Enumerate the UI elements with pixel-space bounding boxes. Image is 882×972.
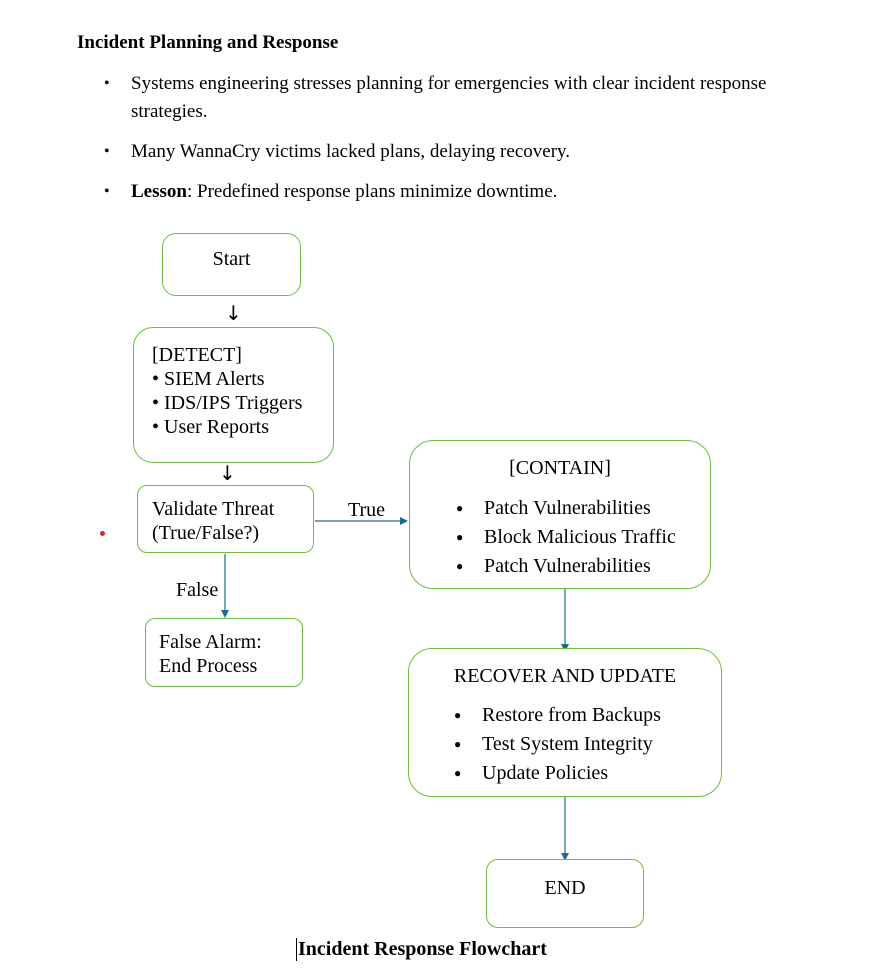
detect-title: [DETECT] bbox=[152, 344, 242, 366]
validate-line: Validate Threat bbox=[152, 498, 275, 520]
list-item: • Systems engineering stresses planning … bbox=[104, 70, 784, 126]
bullet-text: : Predefined response plans minimize dow… bbox=[186, 181, 558, 202]
false-alarm-line: False Alarm: bbox=[159, 631, 262, 653]
detect-item: • SIEM Alerts bbox=[152, 368, 265, 390]
false-alarm-node: False Alarm: End Process bbox=[145, 618, 303, 687]
flowchart-caption: Incident Response Flowchart bbox=[296, 938, 547, 961]
contain-item: Block Malicious Traffic bbox=[456, 523, 676, 552]
start-node: Start bbox=[162, 233, 301, 296]
detect-item: • User Reports bbox=[152, 416, 269, 438]
list-item: • Many WannaCry victims lacked plans, de… bbox=[104, 138, 784, 166]
down-arrow-icon: ↓ bbox=[225, 301, 242, 325]
bullet-list: • Systems engineering stresses planning … bbox=[104, 70, 784, 218]
true-label: True bbox=[348, 499, 386, 521]
contain-title: [CONTAIN] bbox=[509, 457, 611, 479]
contain-list: Patch Vulnerabilities Block Malicious Tr… bbox=[456, 494, 676, 581]
recover-list: Restore from Backups Test System Integri… bbox=[454, 701, 661, 788]
bullet-text: Many WannaCry victims lacked plans, dela… bbox=[131, 141, 571, 162]
detect-node: [DETECT] • SIEM Alerts • IDS/IPS Trigger… bbox=[133, 327, 334, 463]
down-arrow-icon: ↓ bbox=[219, 461, 236, 485]
marker-dot bbox=[100, 531, 105, 536]
recover-item: Update Policies bbox=[454, 759, 661, 788]
validate-node: Validate Threat (True/False?) bbox=[137, 485, 314, 553]
false-alarm-line: End Process bbox=[159, 655, 258, 677]
bullet-icon: • bbox=[104, 143, 110, 160]
start-label: Start bbox=[212, 248, 251, 270]
list-item: • Lesson: Predefined response plans mini… bbox=[104, 178, 784, 206]
end-label: END bbox=[544, 877, 586, 899]
contain-node: [CONTAIN] Patch Vulnerabilities Block Ma… bbox=[409, 440, 711, 589]
recover-item: Test System Integrity bbox=[454, 730, 661, 759]
recover-title: RECOVER AND UPDATE bbox=[453, 665, 677, 687]
section-heading: Incident Planning and Response bbox=[77, 32, 339, 53]
bullet-text: Systems engineering stresses planning fo… bbox=[131, 73, 767, 122]
end-node: END bbox=[486, 859, 644, 928]
false-label: False bbox=[176, 579, 219, 601]
detect-item: • IDS/IPS Triggers bbox=[152, 392, 303, 414]
bullet-icon: • bbox=[104, 183, 110, 200]
bullet-icon: • bbox=[104, 75, 110, 92]
recover-item: Restore from Backups bbox=[454, 701, 661, 730]
contain-item: Patch Vulnerabilities bbox=[456, 552, 676, 581]
contain-item: Patch Vulnerabilities bbox=[456, 494, 676, 523]
validate-line: (True/False?) bbox=[152, 522, 260, 544]
recover-node: RECOVER AND UPDATE Restore from Backups … bbox=[408, 648, 722, 797]
bullet-bold-prefix: Lesson bbox=[131, 181, 187, 202]
